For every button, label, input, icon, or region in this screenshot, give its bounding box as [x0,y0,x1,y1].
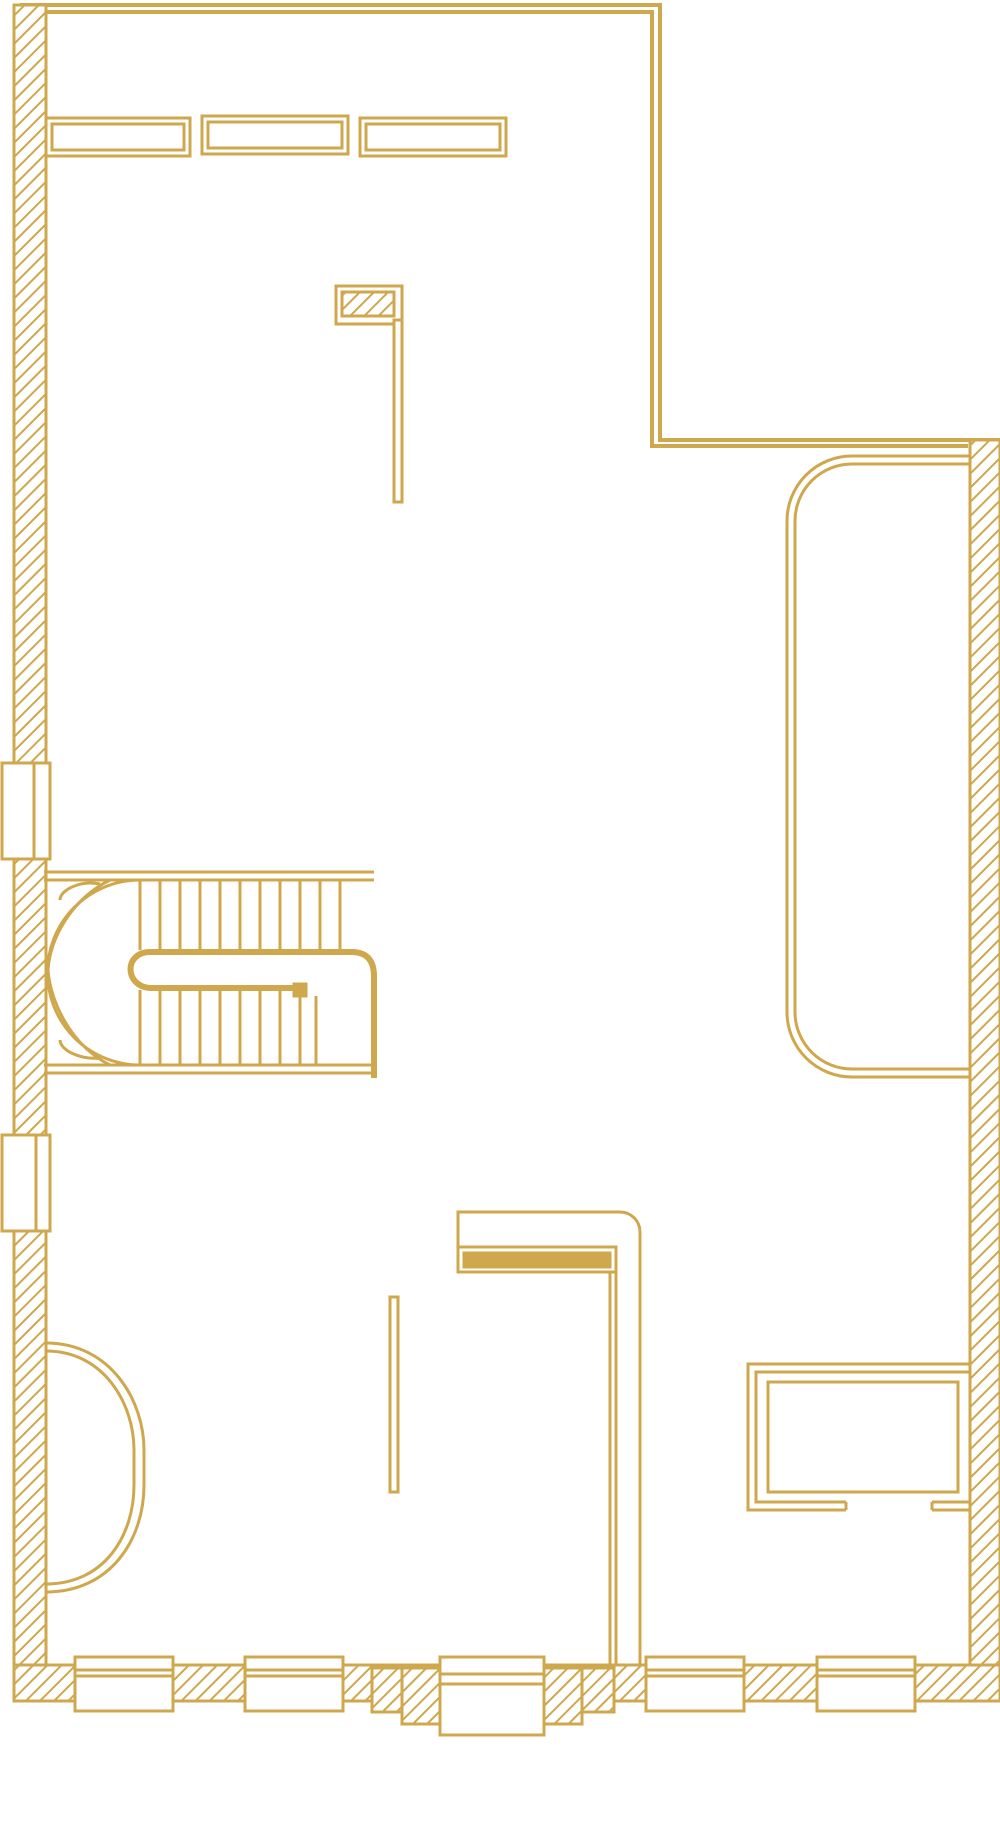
bottom-wall-segment [12,1663,78,1703]
bottom-wall-segment [166,1663,252,1703]
top-shelves [44,114,508,158]
shelf-unit [44,116,192,158]
stair-handrail [127,949,302,991]
right-box-unit [746,1362,970,1512]
staircase [44,870,377,1078]
window [73,1655,175,1713]
stair-newel-bottom [58,1039,101,1060]
window [815,1655,917,1713]
shelf-unit [358,116,508,158]
shelf-unit [200,114,350,156]
left-wall-segment-bottom [12,1222,48,1702]
door-left-lower [0,1133,52,1233]
counter-inner [456,1247,612,1665]
stair-newel-top [58,881,101,901]
bottom-windows [73,1655,917,1737]
stair-curve [46,878,141,1067]
counter-top-fill [462,1251,612,1269]
counter-top-bar [456,1245,618,1274]
left-bay [45,1341,146,1594]
window [243,1655,345,1713]
outline-outer [20,3,1000,1700]
column-partition [334,284,404,504]
counter-unit [456,1210,642,1665]
column [334,284,404,326]
stair-treads-upper [138,880,342,950]
center-partition [388,1295,400,1494]
left-wall-segment-top [12,3,48,769]
stair-curve-outer [46,878,111,1067]
column-hatch [340,290,396,318]
left-wall-segment-mid [12,850,48,1141]
right-wall [968,438,1000,1702]
partition-wall [392,318,404,504]
left-doors [0,761,52,1233]
outline-inner [40,10,968,448]
counter-outline [456,1210,642,1665]
bottom-wall-segment [908,1663,1000,1703]
bottom-wall [12,1663,1000,1726]
window-center [438,1655,546,1737]
inner-box [766,1380,960,1494]
stair-landing [351,949,377,1078]
curved-builtin [785,454,970,1079]
window [644,1655,746,1713]
stair-treads-lower [138,990,318,1065]
bottom-wall-segment [738,1663,824,1703]
outer-walls [20,3,1000,1700]
door-left-upper [0,761,52,861]
